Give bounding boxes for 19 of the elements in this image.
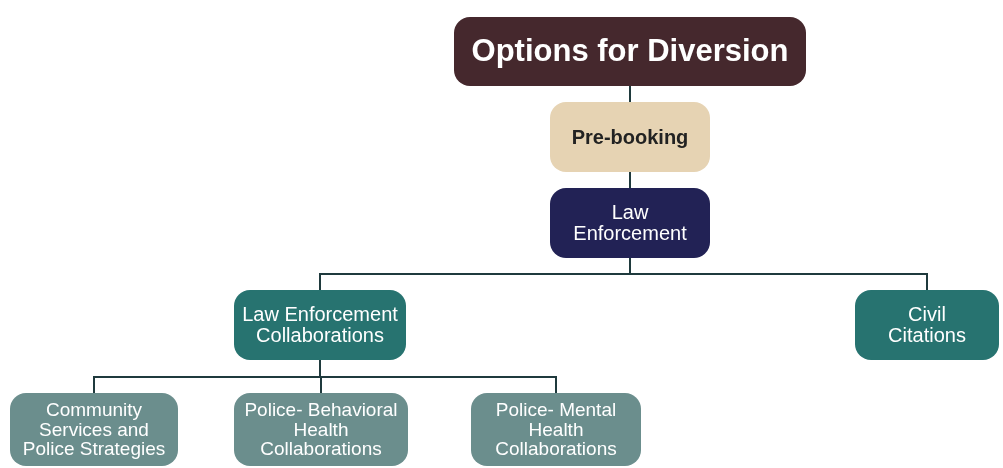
sub-option-box	[10, 393, 178, 466]
node-label: Law Enforcement Collaborations	[241, 304, 399, 346]
node-label: Options for Diversion	[471, 35, 789, 68]
connector-line	[629, 85, 631, 103]
stage-box	[550, 102, 710, 172]
node-label: Police- Mental Health Collaborations	[494, 399, 618, 460]
sub-option-box	[234, 393, 408, 466]
option-box	[855, 290, 999, 360]
sub-option-box	[471, 393, 641, 466]
node-label: Community Services and Police Strategies	[21, 399, 167, 460]
branch-box	[550, 188, 710, 258]
node-label: Law Enforcement	[572, 202, 688, 244]
connector-line	[629, 171, 631, 189]
connector-line	[629, 257, 928, 291]
title-box	[454, 17, 806, 86]
option-box	[234, 290, 406, 360]
node-label: Police- Behavioral Health Collaborations	[243, 399, 399, 460]
node-label: Pre-booking	[571, 126, 689, 148]
node-label: Civil Citations	[888, 304, 966, 346]
